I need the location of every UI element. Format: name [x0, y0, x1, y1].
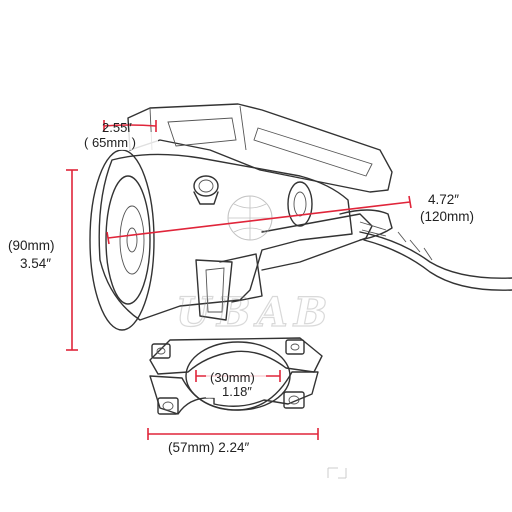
- top-width-inches: 2.55″: [102, 120, 132, 135]
- length-inches: 4.72″: [428, 192, 459, 207]
- base-width-label: (57mm) 2.24″: [168, 440, 250, 455]
- lamp-body: [98, 153, 353, 321]
- clamp-nut-right-top: [285, 339, 305, 355]
- power-cable: [359, 231, 512, 279]
- height-inches: 3.54″: [20, 256, 51, 271]
- clamp-diameter-inches: 1.18″: [222, 384, 252, 399]
- rear-arm: [261, 213, 373, 271]
- mounting-bolt: [193, 175, 219, 205]
- clamp-nut-right-bottom: [283, 391, 305, 409]
- length-dimension-line: [107, 201, 411, 239]
- corner-mark: [327, 467, 347, 479]
- visor-shroud: [127, 103, 393, 193]
- clamp-bore: [185, 341, 291, 411]
- side-ring: [287, 181, 313, 227]
- height-mm: (90mm): [8, 238, 55, 253]
- clamp-nut-left-top: [151, 343, 171, 359]
- length-mm: (120mm): [420, 209, 474, 224]
- top-width-mm: ( 65mm ): [84, 135, 136, 150]
- light-housing-drawing: [89, 103, 512, 331]
- clamp-top: [149, 337, 323, 375]
- watermark: UBAB: [175, 195, 334, 337]
- lens-inner-ring: [105, 175, 151, 305]
- handlebar-clamp-drawing: [149, 337, 323, 415]
- dimension-labels: 2.55″ ( 65mm ) (90mm) 3.54″ 4.72″ (120mm…: [8, 120, 474, 455]
- clamp-diameter-mm: (30mm): [210, 370, 255, 385]
- top-width-dimension-line: [103, 124, 157, 127]
- watermark-text: UBAB: [176, 289, 334, 336]
- clamp-nut-left-bottom: [157, 397, 179, 415]
